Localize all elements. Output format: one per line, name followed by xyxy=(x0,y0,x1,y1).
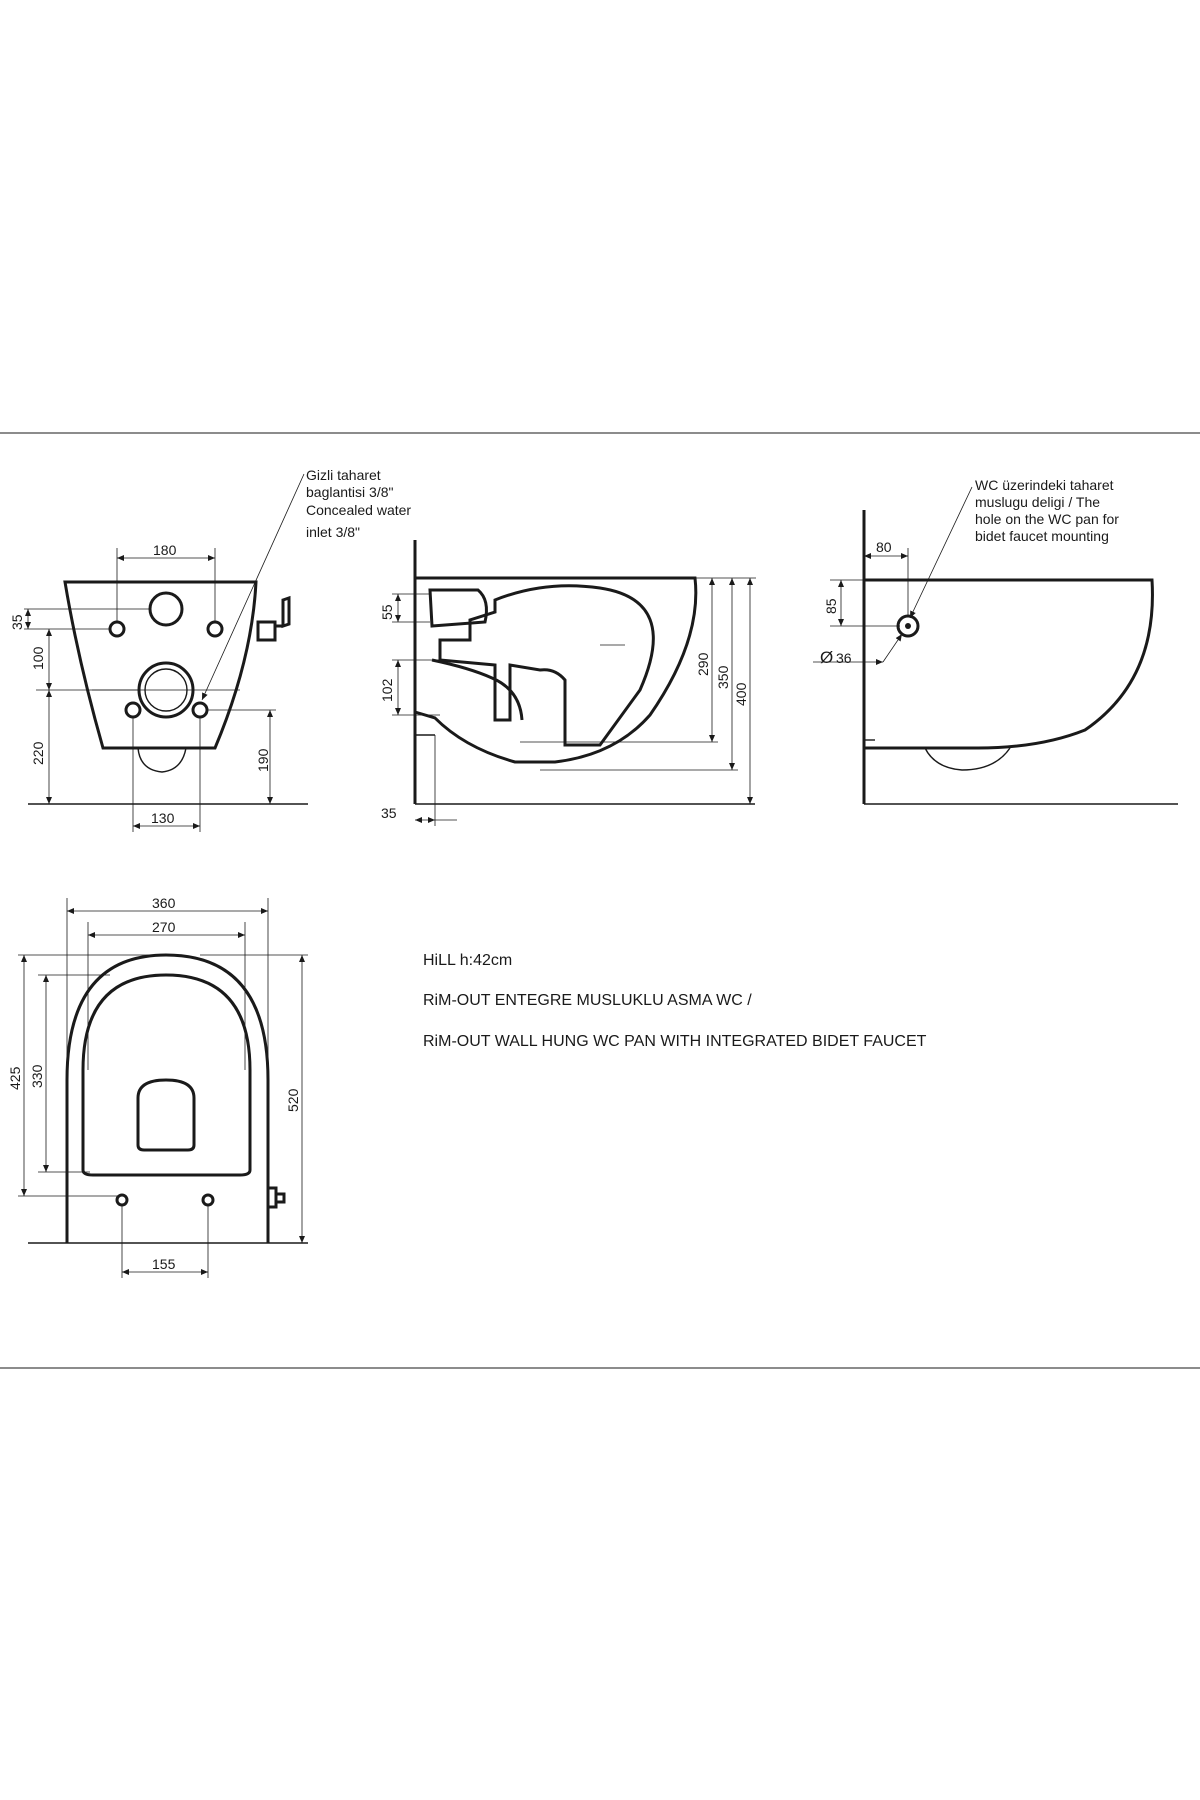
side-trap-outline xyxy=(924,747,1011,771)
top-pan-outline xyxy=(65,953,270,1243)
dim-section-102: 102 xyxy=(379,678,395,702)
side-view: 80 85 Ø 36 WC üzerindeki taharet muslugu… xyxy=(813,477,1178,805)
dim-front-130: 130 xyxy=(151,810,175,826)
dim-section-35: 35 xyxy=(381,805,397,821)
front-flush-hole xyxy=(148,591,184,627)
side-bowl-outline xyxy=(864,578,1154,750)
front-fixing-hole-lower-left xyxy=(124,701,142,719)
callout-water-inlet-line2: baglantisi 3/8" xyxy=(306,484,394,500)
top-faucet xyxy=(268,1186,286,1209)
callout-water-inlet-line4: inlet 3/8" xyxy=(306,524,360,540)
dim-side-36: 36 xyxy=(836,650,852,666)
callout-faucet-hole-line4: bidet faucet mounting xyxy=(975,528,1109,544)
callout-water-inlet-line1: Gizli taharet xyxy=(306,467,381,483)
dim-front-180: 180 xyxy=(153,542,177,558)
top-fixing-hole-right xyxy=(201,1193,215,1207)
dim-top-155: 155 xyxy=(152,1256,176,1272)
callout-faucet-hole-line2: muslugu deligi / The xyxy=(975,494,1100,510)
dim-front-35: 35 xyxy=(9,614,25,630)
dim-front-100: 100 xyxy=(30,646,46,670)
front-view: 180 35 100 220 190 130 Gizli taharet bag… xyxy=(9,467,411,832)
section-trap-curve xyxy=(431,658,524,721)
callout-leader-faucet-hole xyxy=(909,486,973,619)
model-title: HiLL h:42cm xyxy=(423,952,512,969)
dim-front-220: 220 xyxy=(30,741,46,765)
section-bowl-outline xyxy=(414,576,698,764)
dim-section-55: 55 xyxy=(379,604,395,620)
section-bowl-inner xyxy=(438,584,655,747)
dim-section-290: 290 xyxy=(695,652,711,676)
dim-top-270: 270 xyxy=(152,919,176,935)
section-view: 55 102 290 350 400 35 xyxy=(379,540,756,826)
dim-leader-36 xyxy=(882,633,903,663)
front-faucet xyxy=(256,595,291,642)
dim-top-425: 425 xyxy=(7,1066,23,1090)
dim-front-190: 190 xyxy=(255,748,271,772)
front-fixing-hole-lower-right xyxy=(191,701,209,719)
top-seat-outline xyxy=(81,973,252,1177)
callout-leader-water-inlet xyxy=(201,473,305,701)
dim-side-85: 85 xyxy=(823,598,839,614)
dim-side-80: 80 xyxy=(876,539,892,555)
top-opening-outline xyxy=(136,1078,196,1152)
dim-top-360: 360 xyxy=(152,895,176,911)
top-view: 360 270 425 330 520 155 xyxy=(7,895,308,1278)
callout-faucet-hole-line3: hole on the WC pan for xyxy=(975,511,1119,527)
dim-top-330: 330 xyxy=(29,1064,45,1088)
diameter-symbol: Ø xyxy=(820,648,833,667)
section-flush-channel xyxy=(428,588,488,628)
title-block: HiLL h:42cm RiM-OUT ENTEGRE MUSLUKLU ASM… xyxy=(423,952,927,1050)
dim-top-520: 520 xyxy=(285,1088,301,1112)
dim-section-350: 350 xyxy=(715,665,731,689)
side-faucet-hole-dot xyxy=(905,623,911,629)
front-bowl-outline xyxy=(63,580,258,750)
front-trap-outline xyxy=(137,747,187,773)
description-english: RiM-OUT WALL HUNG WC PAN WITH INTEGRATED… xyxy=(423,1033,927,1050)
description-turkish: RiM-OUT ENTEGRE MUSLUKLU ASMA WC / xyxy=(423,992,752,1009)
dim-section-400: 400 xyxy=(733,682,749,706)
callout-faucet-hole-line1: WC üzerindeki taharet xyxy=(975,477,1114,493)
top-fixing-hole-left xyxy=(115,1193,129,1207)
callout-water-inlet-line3: Concealed water xyxy=(306,502,411,518)
front-fixing-hole-upper-left xyxy=(108,620,126,638)
front-fixing-hole-upper-right xyxy=(206,620,224,638)
